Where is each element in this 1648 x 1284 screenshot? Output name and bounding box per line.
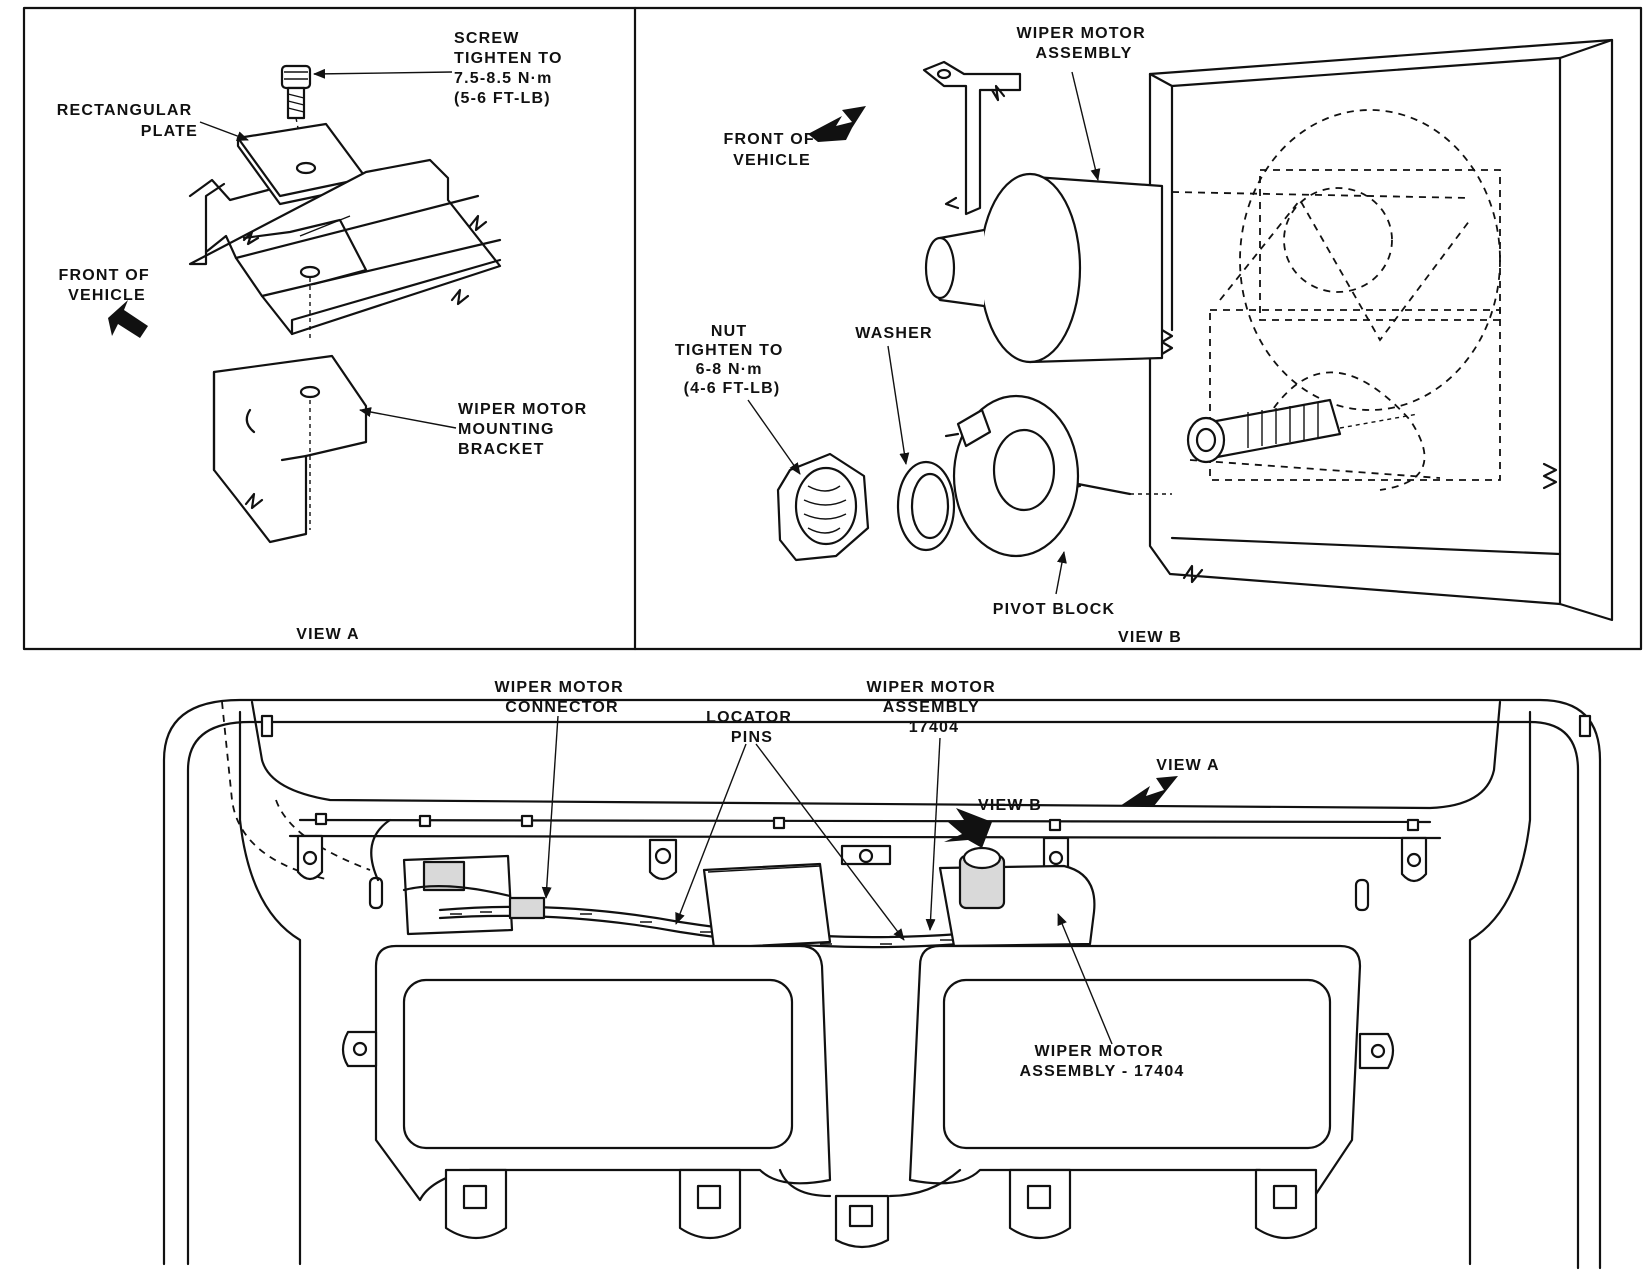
- hidden-mechanism: [1171, 109, 1501, 491]
- nut-label: NUT TIGHTEN TO 6-8 N·m (4-6 FT-LB): [675, 323, 789, 397]
- view-a-caption: VIEW A: [296, 626, 360, 643]
- washer: [896, 460, 956, 552]
- locator-pins-label: LOCATOR PINS: [706, 709, 798, 746]
- front-of-vehicle-label-a: FRONT OF VEHICLE: [58, 267, 155, 304]
- front-of-vehicle-arrow-b: [808, 106, 866, 142]
- channel-bracket: [188, 158, 502, 336]
- view-b: FRONT OF VEHICLE WIPER MOTOR ASSEMBLY NU…: [675, 25, 1614, 646]
- slot-right: [1354, 878, 1370, 912]
- mounting-bracket: [212, 354, 368, 544]
- rectangular-plate-label: RECTANGULAR PLATE: [57, 102, 198, 140]
- hinge-tab-left: [296, 834, 324, 881]
- rail-clips: [260, 714, 1592, 832]
- pivot-block-label: PIVOT BLOCK: [993, 601, 1116, 618]
- view-b-arrow: [944, 808, 992, 848]
- screw-label: SCREW TIGHTEN TO 7.5-8.5 N·m (5-6 FT-LB): [454, 30, 568, 107]
- view-a-arrow: [1120, 776, 1178, 806]
- window-opening-right: [908, 944, 1362, 1202]
- wiper-motor: [924, 172, 1164, 364]
- view-a: SCREW TIGHTEN TO 7.5-8.5 N·m (5-6 FT-LB)…: [57, 30, 593, 643]
- front-of-vehicle-label-b: FRONT OF VEHICLE: [723, 131, 820, 169]
- slot-left: [368, 876, 384, 910]
- upper-panels-frame: [22, 6, 1643, 651]
- connector-label: WIPER MOTOR CONNECTOR: [494, 679, 629, 716]
- pivot-block: [944, 394, 1172, 558]
- view-a-ref-label: VIEW A: [1156, 757, 1220, 774]
- view-b-ref-label: VIEW B: [978, 797, 1042, 814]
- wiper-motor-connector-box: [370, 818, 514, 936]
- liftgate-panel: [1148, 38, 1614, 622]
- wiper-motor-main: [938, 846, 1096, 948]
- mounting-bracket-label: WIPER MOTOR MOUNTING BRACKET: [458, 401, 593, 458]
- hinge-tab-right: [1400, 836, 1428, 883]
- bottom-latches: [444, 1168, 1318, 1249]
- window-opening-left: [374, 944, 832, 1202]
- front-of-vehicle-arrow-a: [108, 300, 148, 338]
- wiper-motor-assembly-top-label: WIPER MOTOR ASSEMBLY 17404: [866, 679, 1001, 736]
- motor-mount-ear: [922, 60, 1022, 216]
- wiper-motor-assembly-right-label: WIPER MOTOR ASSEMBLY - 17404: [1019, 1043, 1184, 1080]
- output-shaft: [1186, 398, 1419, 464]
- washer-label: WASHER: [855, 325, 932, 342]
- wiper-motor-connector: [508, 896, 546, 920]
- view-b-caption: VIEW B: [1118, 629, 1182, 646]
- liftgate-view: WIPER MOTOR CONNECTOR LOCATOR PINS WIPER…: [162, 679, 1602, 1270]
- nut: [776, 452, 870, 562]
- center-housing: [702, 862, 832, 950]
- liftgate-outer-edge: [162, 698, 1602, 1270]
- wiper-motor-assembly-label-b: WIPER MOTOR ASSEMBLY: [1016, 25, 1151, 62]
